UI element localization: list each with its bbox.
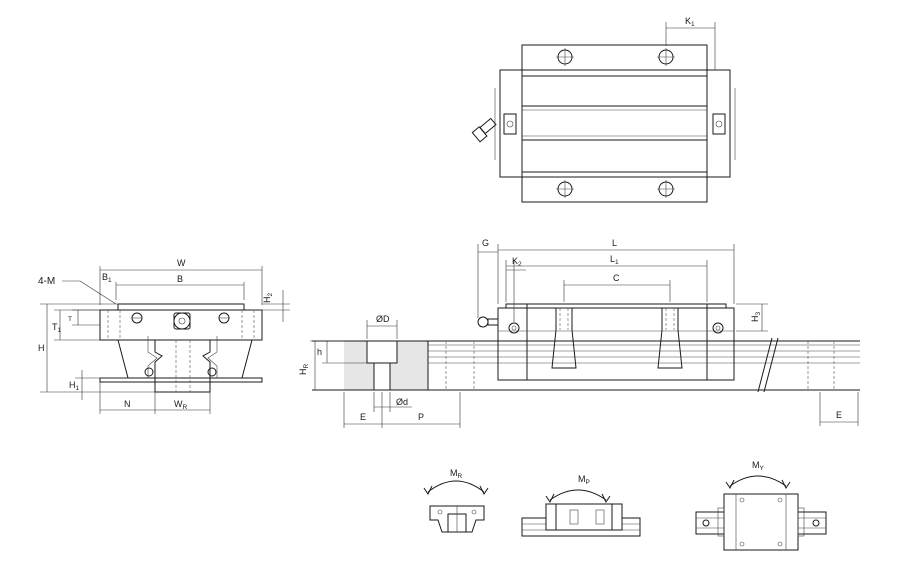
mr-block-icon xyxy=(429,505,485,533)
wr-label: WR xyxy=(174,399,188,411)
h3-label: H3 xyxy=(750,312,762,323)
side-grease-nipple-icon xyxy=(477,316,499,328)
svg-text:MR: MR xyxy=(450,468,463,480)
h2-label: H2 xyxy=(262,293,274,304)
h1-label: H1 xyxy=(69,380,80,392)
d-label: Ød xyxy=(396,397,408,407)
side-view: G L L1 K2 C H3 E xyxy=(427,238,860,426)
e-label: E xyxy=(360,412,366,422)
grease-fitting-icon xyxy=(173,312,191,330)
svg-text:MP: MP xyxy=(578,474,590,486)
moment-mr: MR xyxy=(423,468,489,533)
n-label: N xyxy=(124,399,131,409)
rail-section: ØD h HR Ød E P xyxy=(298,314,461,428)
hr-label: HR xyxy=(298,364,310,376)
moment-my: MY xyxy=(695,460,827,551)
k1-label: K1 xyxy=(685,16,695,28)
l-label: L xyxy=(612,238,617,248)
my-block-icon xyxy=(695,493,827,551)
m-label: 4-M xyxy=(38,276,55,287)
b-label: B xyxy=(177,274,183,284)
svg-text:MY: MY xyxy=(752,460,765,472)
l1-label: L1 xyxy=(610,254,619,266)
e-right-label: E xyxy=(836,410,842,420)
moment-mp: MP xyxy=(521,474,641,537)
b1-label: B1 xyxy=(102,272,112,284)
c-label: C xyxy=(613,273,620,283)
g-label: G xyxy=(482,238,489,248)
grease-nipple-icon xyxy=(471,117,497,143)
rail-h-label: h xyxy=(317,347,322,357)
h-label: H xyxy=(38,343,45,353)
top-view: K1 xyxy=(471,16,736,203)
k2-label: K2 xyxy=(512,256,522,268)
t-label: T xyxy=(68,316,72,323)
mp-block-icon xyxy=(521,503,641,537)
t1-label: T1 xyxy=(52,322,62,334)
end-view: W B B1 4-M H2 T T1 H H1 xyxy=(38,258,290,414)
w-label: W xyxy=(177,258,186,268)
od-label: ØD xyxy=(376,314,390,324)
p-label: P xyxy=(418,412,424,422)
